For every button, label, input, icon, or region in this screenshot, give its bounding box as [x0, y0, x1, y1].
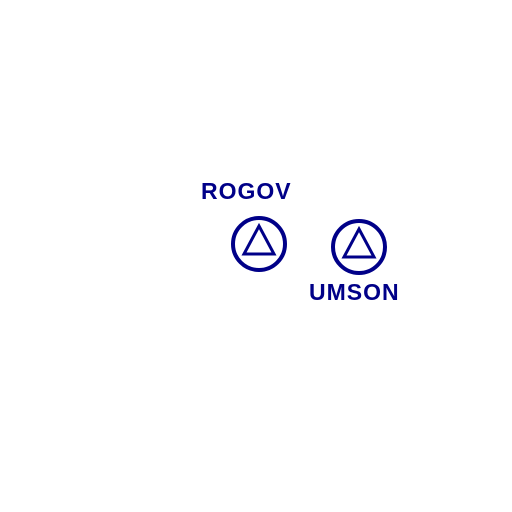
waypoint-symbol-rogov	[231, 216, 287, 272]
vor-triangle-icon	[231, 216, 287, 272]
waypoint-label-umson: UMSON	[309, 279, 400, 305]
waypoint-symbol-umson	[331, 219, 387, 275]
waypoint-label-rogov: ROGOV	[201, 178, 292, 204]
vor-triangle-icon	[331, 219, 387, 275]
